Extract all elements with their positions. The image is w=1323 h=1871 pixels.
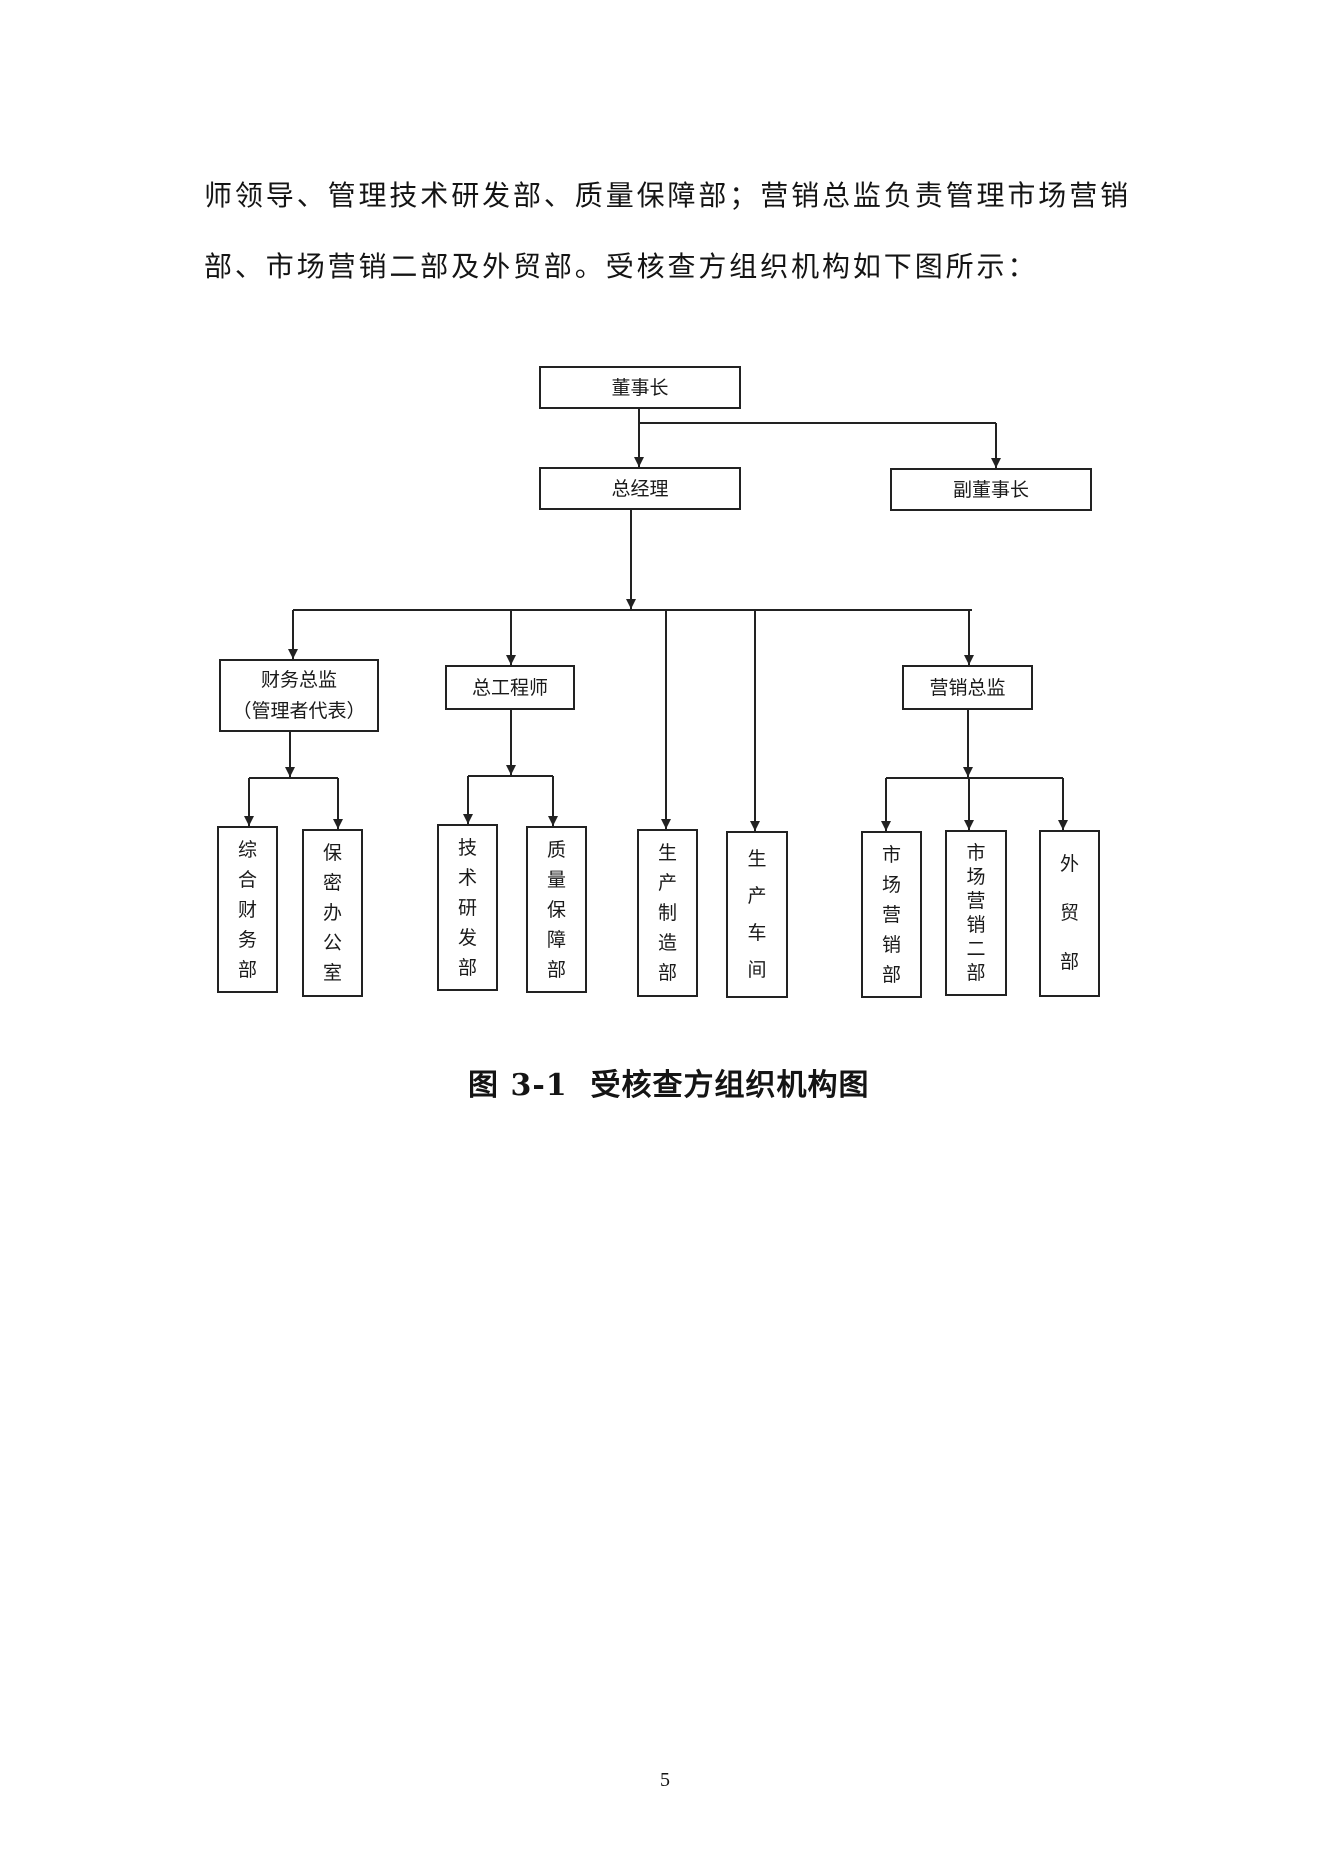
node-production-manufacturing-dept-label: 生产制造部 bbox=[657, 842, 677, 984]
node-vice-chairman-label: 副董事长 bbox=[952, 478, 1029, 501]
node-finance-director: 财务总监 （管理者代表） bbox=[219, 659, 379, 732]
node-marketing-dept-label: 市场营销部 bbox=[881, 843, 901, 986]
node-vice-chairman: 副董事长 bbox=[890, 468, 1092, 511]
node-foreign-trade-dept-label: 外贸部 bbox=[1059, 853, 1079, 973]
figure-caption: 图 3-1 受核查方组织机构图 bbox=[468, 1068, 870, 1103]
node-general-finance-dept-label: 综合财务部 bbox=[237, 838, 257, 981]
node-marketing-dept-2: 市场营销二部 bbox=[945, 830, 1007, 996]
node-marketing-director: 营销总监 bbox=[902, 665, 1033, 710]
node-finance-director-note: （管理者代表） bbox=[232, 699, 366, 722]
node-production-workshop: 生产车间 bbox=[726, 831, 788, 998]
node-general-finance-dept: 综合财务部 bbox=[217, 826, 278, 993]
node-general-manager-label: 总经理 bbox=[611, 477, 669, 500]
node-rd-dept: 技术研发部 bbox=[437, 824, 498, 991]
node-confidential-office: 保密办公室 bbox=[302, 829, 363, 997]
node-production-manufacturing-dept: 生产制造部 bbox=[637, 829, 698, 997]
node-quality-assurance-dept: 质量保障部 bbox=[526, 826, 587, 993]
node-production-workshop-label: 生产车间 bbox=[747, 847, 767, 981]
node-finance-director-title: 财务总监 bbox=[260, 668, 337, 691]
node-chief-engineer-label: 总工程师 bbox=[471, 676, 548, 699]
paragraph-line-2: 部、市场营销二部及外贸部。受核查方组织机构如下图所示： bbox=[204, 250, 1039, 283]
node-marketing-director-label: 营销总监 bbox=[929, 676, 1006, 699]
node-chairman: 董事长 bbox=[539, 366, 741, 409]
node-rd-dept-label: 技术研发部 bbox=[457, 836, 477, 979]
node-chief-engineer: 总工程师 bbox=[445, 665, 575, 710]
node-marketing-dept: 市场营销部 bbox=[861, 831, 922, 998]
paragraph-line-1: 师领导、管理技术研发部、质量保障部；营销总监负责管理市场营销 bbox=[204, 179, 1132, 212]
node-confidential-office-label: 保密办公室 bbox=[322, 842, 342, 984]
node-quality-assurance-dept-label: 质量保障部 bbox=[546, 838, 566, 981]
node-foreign-trade-dept: 外贸部 bbox=[1039, 830, 1100, 997]
node-marketing-dept-2-label: 市场营销二部 bbox=[966, 842, 986, 984]
node-general-manager: 总经理 bbox=[539, 467, 741, 510]
node-chairman-label: 董事长 bbox=[611, 376, 669, 399]
page-number: 5 bbox=[660, 1769, 670, 1791]
